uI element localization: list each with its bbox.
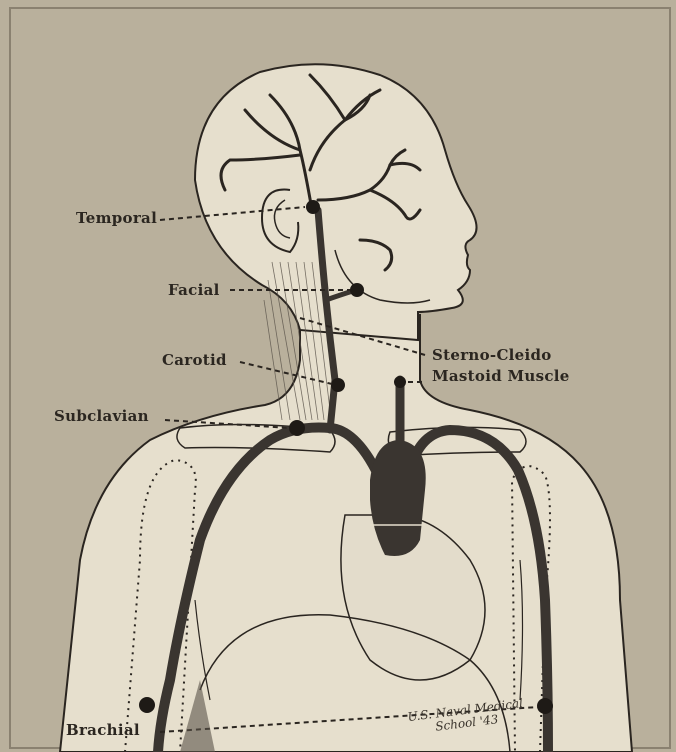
- subclavian-label: Subclavian: [54, 407, 149, 425]
- brachial-point-marker-right: [139, 697, 155, 713]
- brachial-label: Brachial: [66, 721, 140, 739]
- subclavian-point-marker: [289, 420, 305, 436]
- sterno-cleido-label-line1: Sterno-Cleido: [432, 346, 552, 364]
- temporal-label: Temporal: [76, 209, 157, 227]
- brachial-point-marker-left: [537, 698, 553, 714]
- sterno-cleido-label-line2: Mastoid Muscle: [432, 367, 570, 385]
- carotid-label: Carotid: [162, 351, 227, 369]
- carotid-point-marker: [331, 378, 345, 392]
- temporal-point-marker: [306, 200, 320, 214]
- facial-label: Facial: [168, 281, 220, 299]
- facial-point-marker: [350, 283, 364, 297]
- sterno-point-marker: [394, 376, 406, 388]
- aorta: [370, 440, 426, 556]
